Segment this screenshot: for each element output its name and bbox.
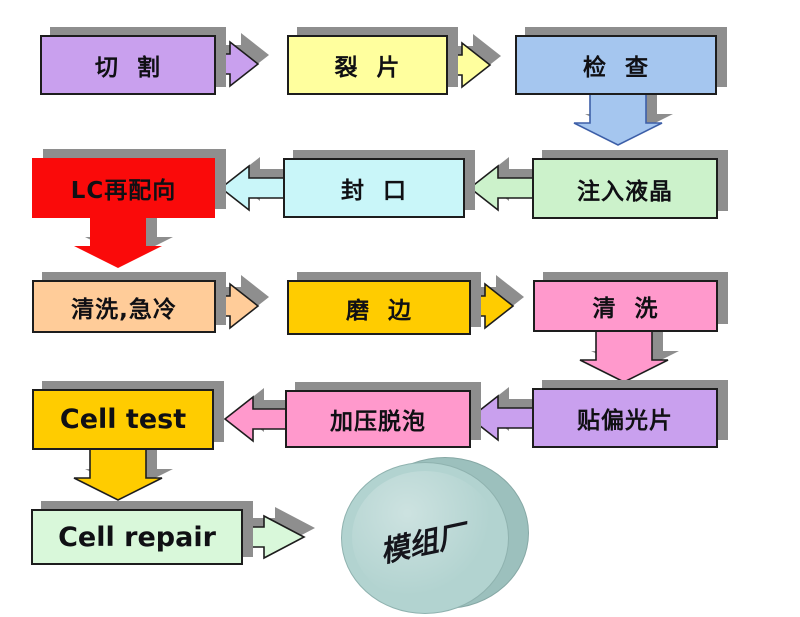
arrow-down-icon bbox=[74, 216, 162, 268]
arrow-left-icon bbox=[468, 394, 537, 442]
arrow-grind-to-clean bbox=[466, 275, 524, 330]
node-module-factory: 模组厂 bbox=[335, 455, 540, 617]
arrow-down-icon bbox=[579, 329, 669, 383]
node-inject: 注入液晶 bbox=[532, 158, 718, 219]
arrow-split-to-inspect bbox=[443, 34, 501, 89]
cylinder-front-face bbox=[341, 462, 509, 614]
node-cell-test: Cell test bbox=[32, 389, 214, 450]
node-seal: 封 口 bbox=[283, 158, 465, 218]
arrow-down-icon bbox=[573, 92, 663, 146]
arrow-seal-to-lc-realign bbox=[219, 157, 298, 212]
arrow-right-icon bbox=[239, 514, 306, 560]
arrow-left-icon bbox=[223, 395, 292, 443]
node-grind: 磨 边 bbox=[287, 280, 471, 335]
arrow-left-icon bbox=[468, 164, 537, 212]
arrow-cell-repair-to-module-factory bbox=[239, 507, 315, 560]
arrow-lc-realign-to-clean-quench bbox=[74, 207, 173, 268]
arrow-defoam-to-cell-test bbox=[223, 388, 302, 443]
node-cut: 切 割 bbox=[40, 35, 216, 95]
arrow-down-icon bbox=[73, 447, 163, 501]
node-cell-repair: Cell repair bbox=[31, 509, 243, 565]
node-lc-realign: LC再配向 bbox=[32, 158, 215, 218]
node-inspect: 检 查 bbox=[515, 35, 717, 95]
arrow-clean-to-polarizer bbox=[579, 321, 679, 383]
arrow-inject-to-seal bbox=[468, 157, 547, 212]
node-clean-quench: 清洗,急冷 bbox=[32, 280, 216, 333]
arrow-inspect-to-inject bbox=[573, 84, 673, 146]
arrow-polarizer-to-defoam bbox=[468, 387, 547, 442]
node-defoam: 加压脱泡 bbox=[285, 390, 471, 448]
node-polarizer: 贴偏光片 bbox=[532, 388, 718, 448]
node-clean: 清 洗 bbox=[533, 280, 718, 332]
arrow-clean-quench-to-grind bbox=[211, 275, 269, 330]
arrow-left-icon bbox=[219, 164, 288, 212]
arrow-cut-to-split bbox=[211, 33, 269, 88]
arrow-cell-test-to-cell-repair bbox=[73, 439, 173, 501]
node-split: 裂 片 bbox=[287, 35, 448, 95]
